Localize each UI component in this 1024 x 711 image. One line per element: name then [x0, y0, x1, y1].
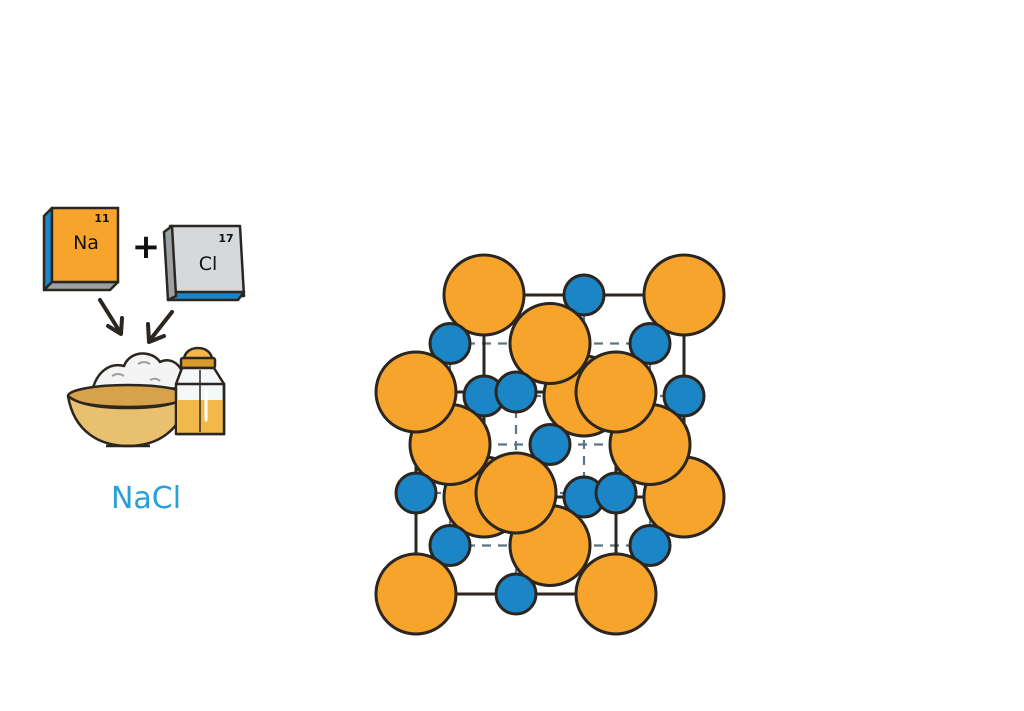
sodium-atomic-number: 11 — [94, 212, 109, 225]
chloride-ion — [428, 322, 472, 365]
compound-formula: NaCl — [111, 481, 181, 516]
chloride-ion — [662, 374, 706, 418]
chloride-ion — [494, 572, 538, 616]
salt-bowl-icon — [66, 352, 190, 448]
sodium-ion — [442, 253, 526, 337]
salt-shaker-icon — [174, 346, 226, 436]
sodium-symbol: Na — [73, 232, 99, 254]
chloride-ion — [394, 471, 438, 515]
chloride-ion — [628, 524, 672, 567]
chlorine-symbol: Cl — [199, 253, 218, 275]
sodium-ion — [574, 350, 658, 434]
chloride-ion — [594, 471, 638, 515]
reaction-panel: Na 11 + Cl 17 — [42, 206, 246, 516]
sodium-ion — [574, 552, 658, 636]
sodium-ion — [374, 552, 458, 636]
crystal-lattice — [374, 253, 726, 636]
chloride-ion — [494, 370, 538, 414]
sodium-ion — [508, 302, 592, 385]
arrow-icon — [98, 298, 174, 344]
sodium-ion — [374, 350, 458, 434]
chloride-ion — [528, 423, 572, 466]
plus-icon: + — [132, 227, 161, 267]
sodium-element-tile-icon: Na 11 — [42, 206, 120, 292]
chlorine-atomic-number: 17 — [218, 232, 233, 245]
sodium-ion — [642, 253, 726, 337]
lattice-ions — [374, 253, 726, 636]
chloride-ion — [428, 524, 472, 567]
chlorine-element-tile-icon: Cl 17 — [162, 224, 246, 302]
chloride-ion — [628, 322, 672, 365]
sodium-ion — [474, 451, 558, 535]
chloride-ion — [562, 273, 606, 317]
